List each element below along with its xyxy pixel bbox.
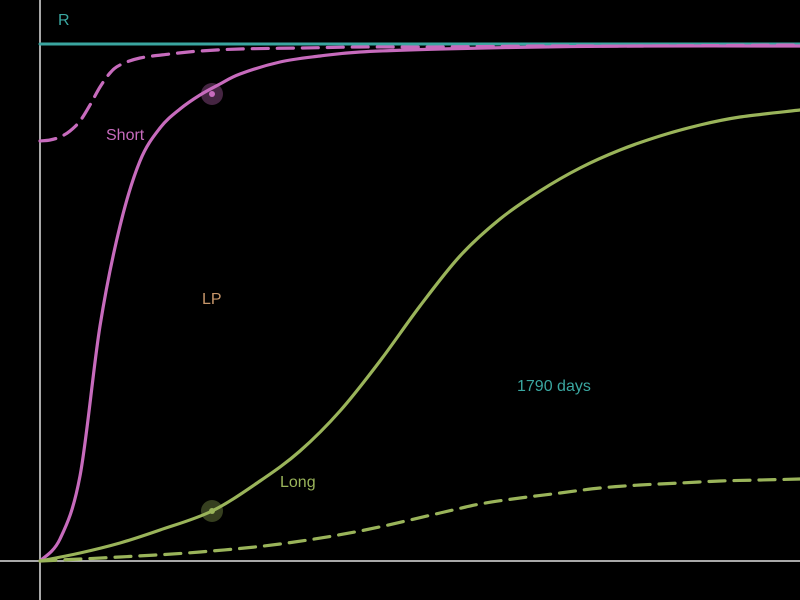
- marker-point-long-solid: [209, 508, 215, 514]
- series-short-dashed: [38, 43, 800, 143]
- series-long-dashed: [38, 477, 800, 563]
- label-layer: R Short LP Long 1790 days: [58, 12, 591, 491]
- series-long-solid: [38, 108, 800, 563]
- long-label: Long: [280, 474, 316, 491]
- lp-label: LP: [202, 291, 222, 308]
- series-layer: [38, 42, 800, 563]
- short-label: Short: [106, 127, 145, 144]
- reference-label: R: [58, 12, 70, 29]
- marker-layer: [201, 83, 223, 522]
- marker-point-short-solid: [209, 91, 215, 97]
- time-label: 1790 days: [517, 378, 591, 395]
